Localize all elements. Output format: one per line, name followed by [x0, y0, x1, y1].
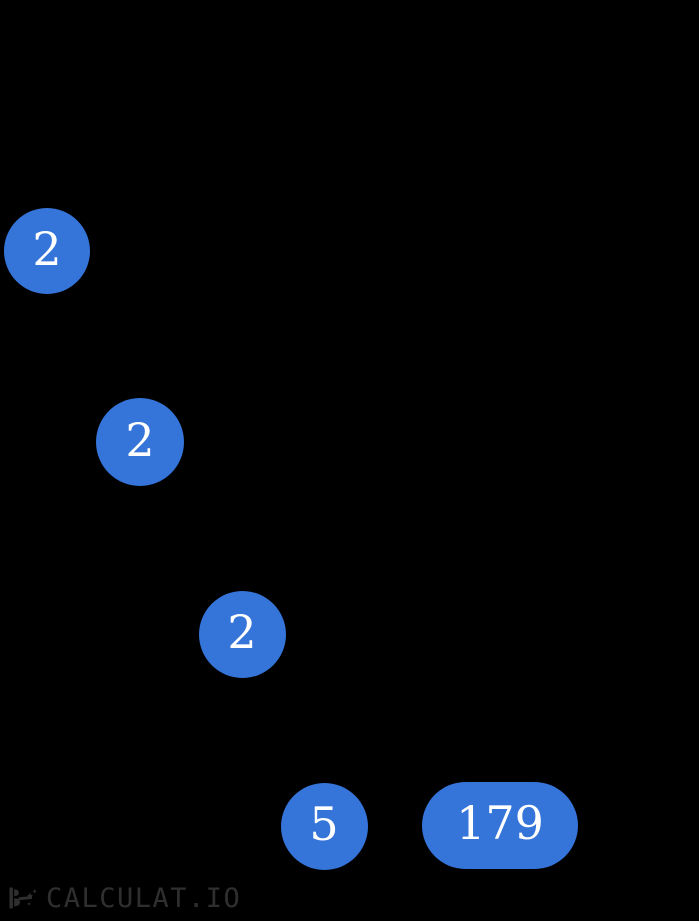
- factor-node: 5: [280, 782, 368, 870]
- factor-node-label: 2: [32, 222, 62, 276]
- factor-node-label: 2: [227, 605, 257, 659]
- factor-node: 2: [198, 590, 286, 678]
- factor-node: 179: [422, 781, 578, 869]
- rocket-sparkle-logo-icon: [9, 887, 37, 909]
- watermark: CALCULAT.IO: [8, 883, 241, 913]
- factor-node-label: 2: [125, 413, 155, 467]
- factor-node: 2: [4, 208, 90, 294]
- factor-node-label: 179: [456, 796, 544, 850]
- factor-node-label: 5: [309, 797, 339, 851]
- watermark-text: CALCULAT.IO: [46, 882, 242, 914]
- factor-node: 2: [96, 398, 184, 486]
